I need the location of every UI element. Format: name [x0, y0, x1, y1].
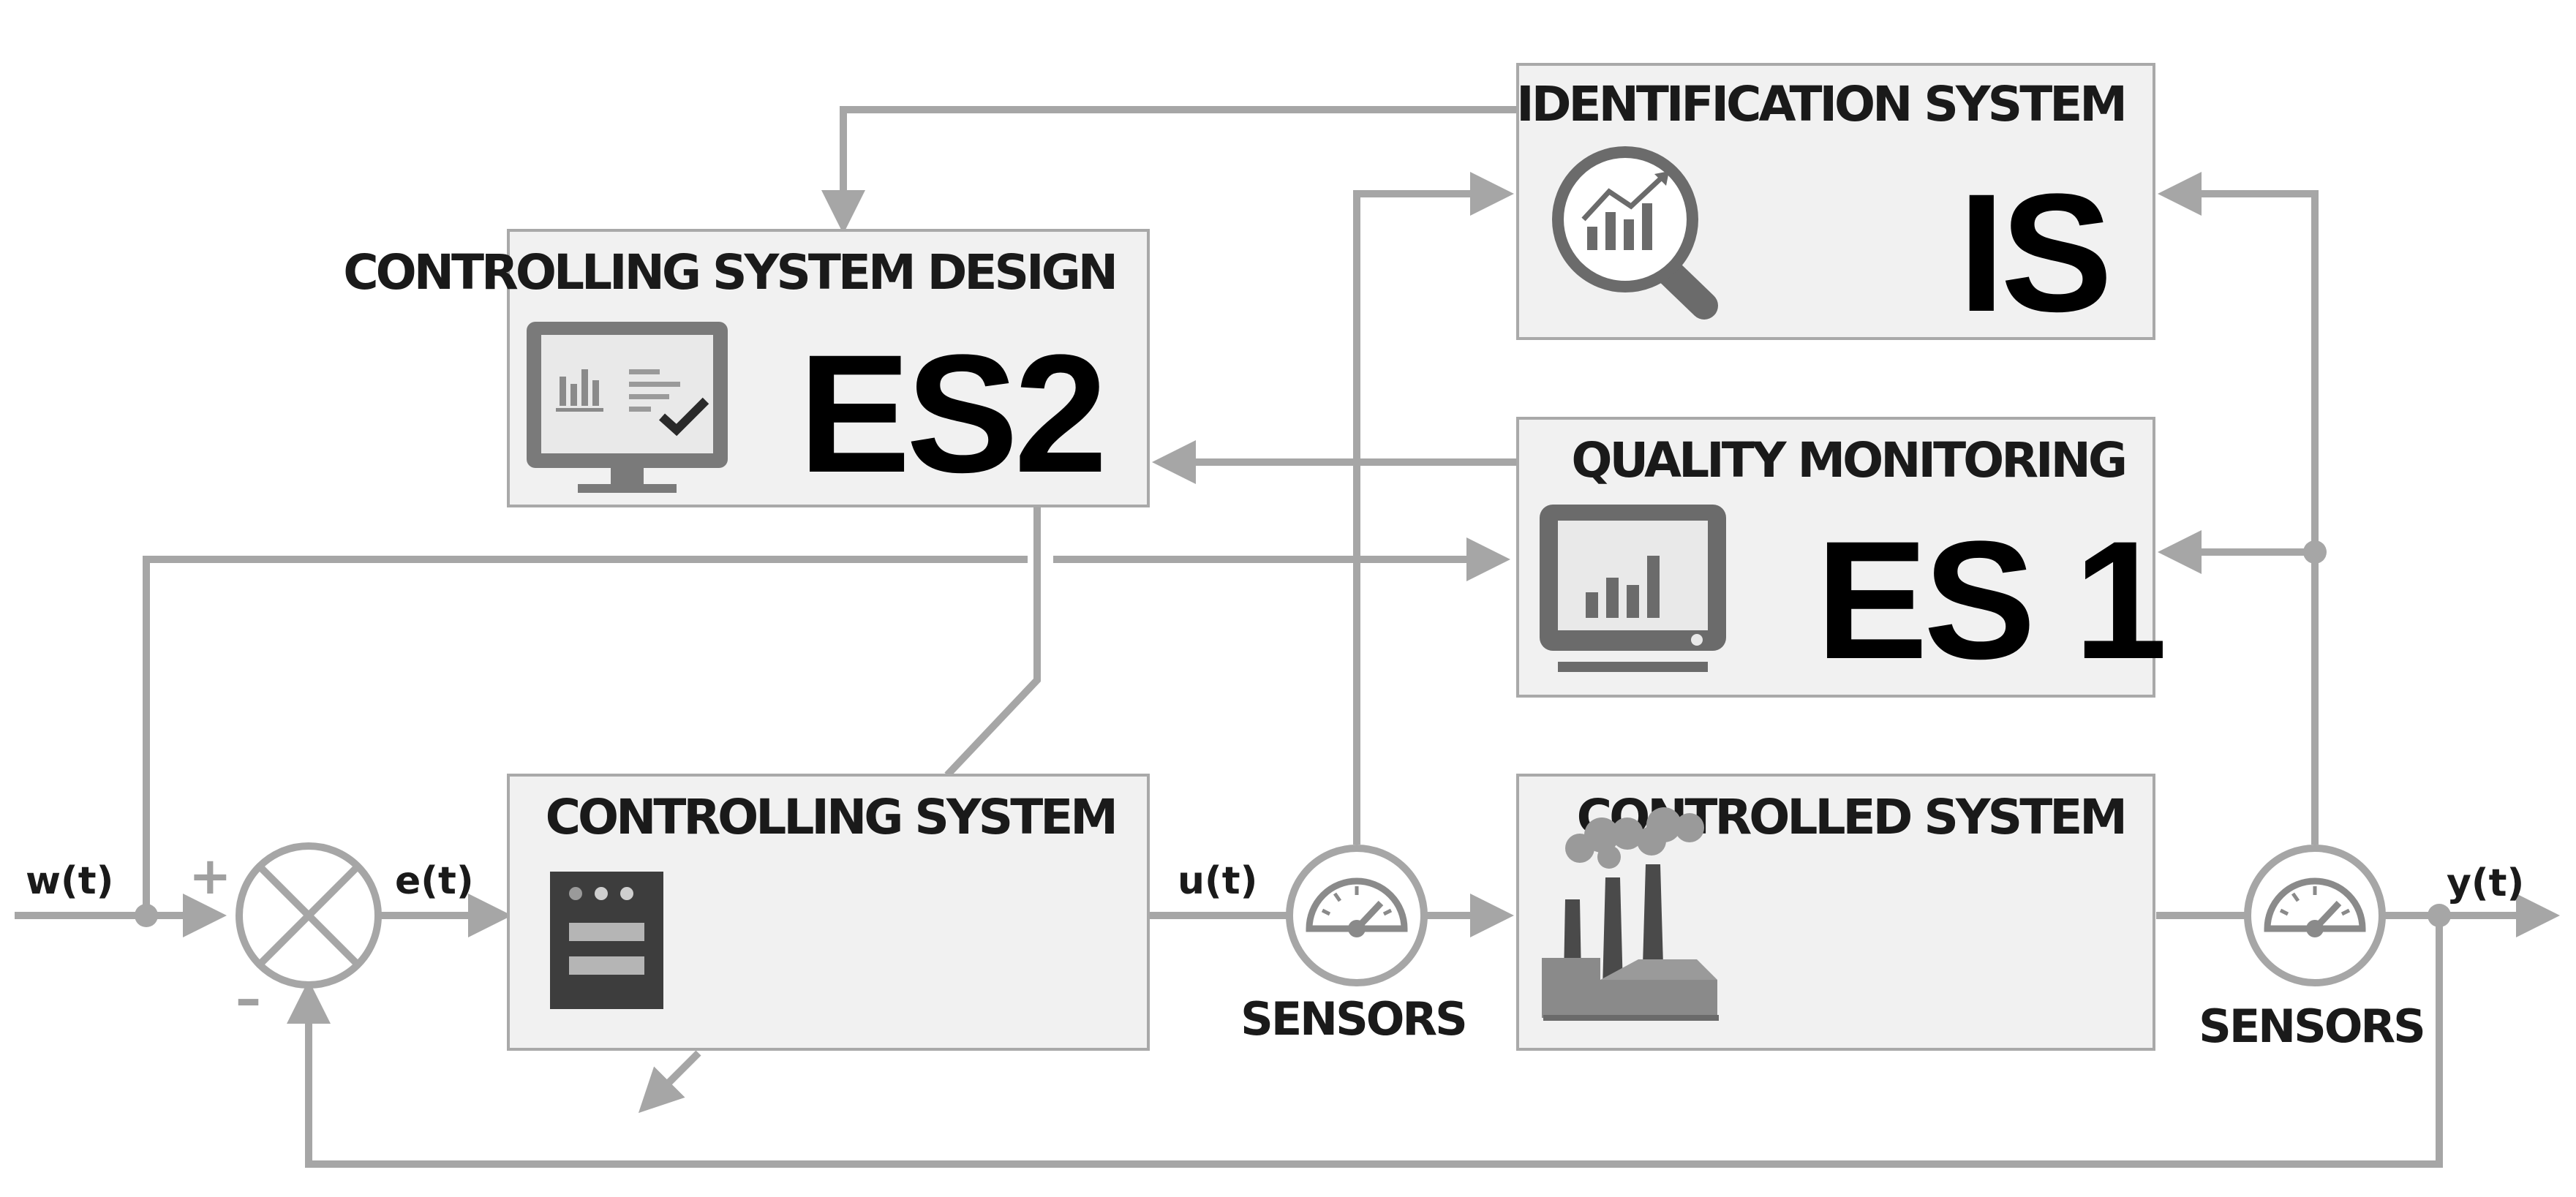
- monitor-checklist-icon: [527, 322, 728, 493]
- identification-system-code: IS: [1958, 159, 2108, 347]
- identification-to-design-line: [821, 106, 1518, 234]
- minus-sign: –: [236, 969, 261, 1029]
- signal-label-w: w(t): [26, 859, 113, 903]
- w-to-quality-line: [143, 556, 1028, 915]
- sensor-left-label: SENSORS: [1240, 992, 1466, 1046]
- sensor-right: [2244, 845, 2386, 986]
- y-to-identification-line: [2158, 172, 2319, 845]
- sensor-left: [1286, 845, 1428, 986]
- signal-label-y: y(t): [2447, 861, 2524, 905]
- gauge-icon: [2264, 877, 2366, 937]
- gauge-icon: [1306, 877, 1408, 937]
- sensor-right-label: SENSORS: [2199, 1000, 2424, 1053]
- design-to-controller-line: [944, 506, 1041, 778]
- signal-label-e: e(t): [395, 859, 474, 903]
- factory-icon: [1542, 807, 1719, 1021]
- signal-label-u: u(t): [1178, 859, 1257, 903]
- quality-monitoring-block: QUALITY MONITORING ES 1: [1516, 417, 2167, 698]
- controlling-system-design-block: CONTROLLING SYSTEM DESIGN ES2: [343, 229, 1150, 507]
- y-junction-node: [2428, 904, 2451, 927]
- monitor-bar-chart-icon: [1540, 505, 1726, 672]
- quality-monitoring-code: ES 1: [1816, 506, 2163, 694]
- controller-device-icon: [550, 872, 663, 1009]
- controlling-system-block: CONTROLLING SYSTEM: [507, 774, 1150, 1051]
- w-junction-node: [135, 904, 158, 927]
- u-to-identification-line: [1353, 172, 1514, 845]
- controlling-system-title: CONTROLLING SYSTEM: [546, 789, 1115, 845]
- feedback-line: [287, 915, 2443, 1168]
- summing-junction: [236, 842, 382, 989]
- controlling-system-design-code: ES2: [799, 320, 1104, 507]
- quality-monitoring-title: QUALITY MONITORING: [1571, 432, 2125, 488]
- connectors: [15, 106, 2560, 1168]
- magnifier-chart-icon: [1552, 146, 1718, 320]
- adjustment-arrow: [638, 1050, 701, 1114]
- y-branch-node: [2303, 540, 2327, 564]
- controlled-system-block: CONTROLLED SYSTEM: [1516, 774, 2155, 1051]
- controlling-system-design-title: CONTROLLING SYSTEM DESIGN: [343, 244, 1115, 301]
- identification-system-title: IDENTIFICATION SYSTEM: [1516, 76, 2125, 132]
- identification-system-block: IDENTIFICATION SYSTEM IS: [1516, 63, 2155, 347]
- plus-sign: +: [189, 846, 232, 906]
